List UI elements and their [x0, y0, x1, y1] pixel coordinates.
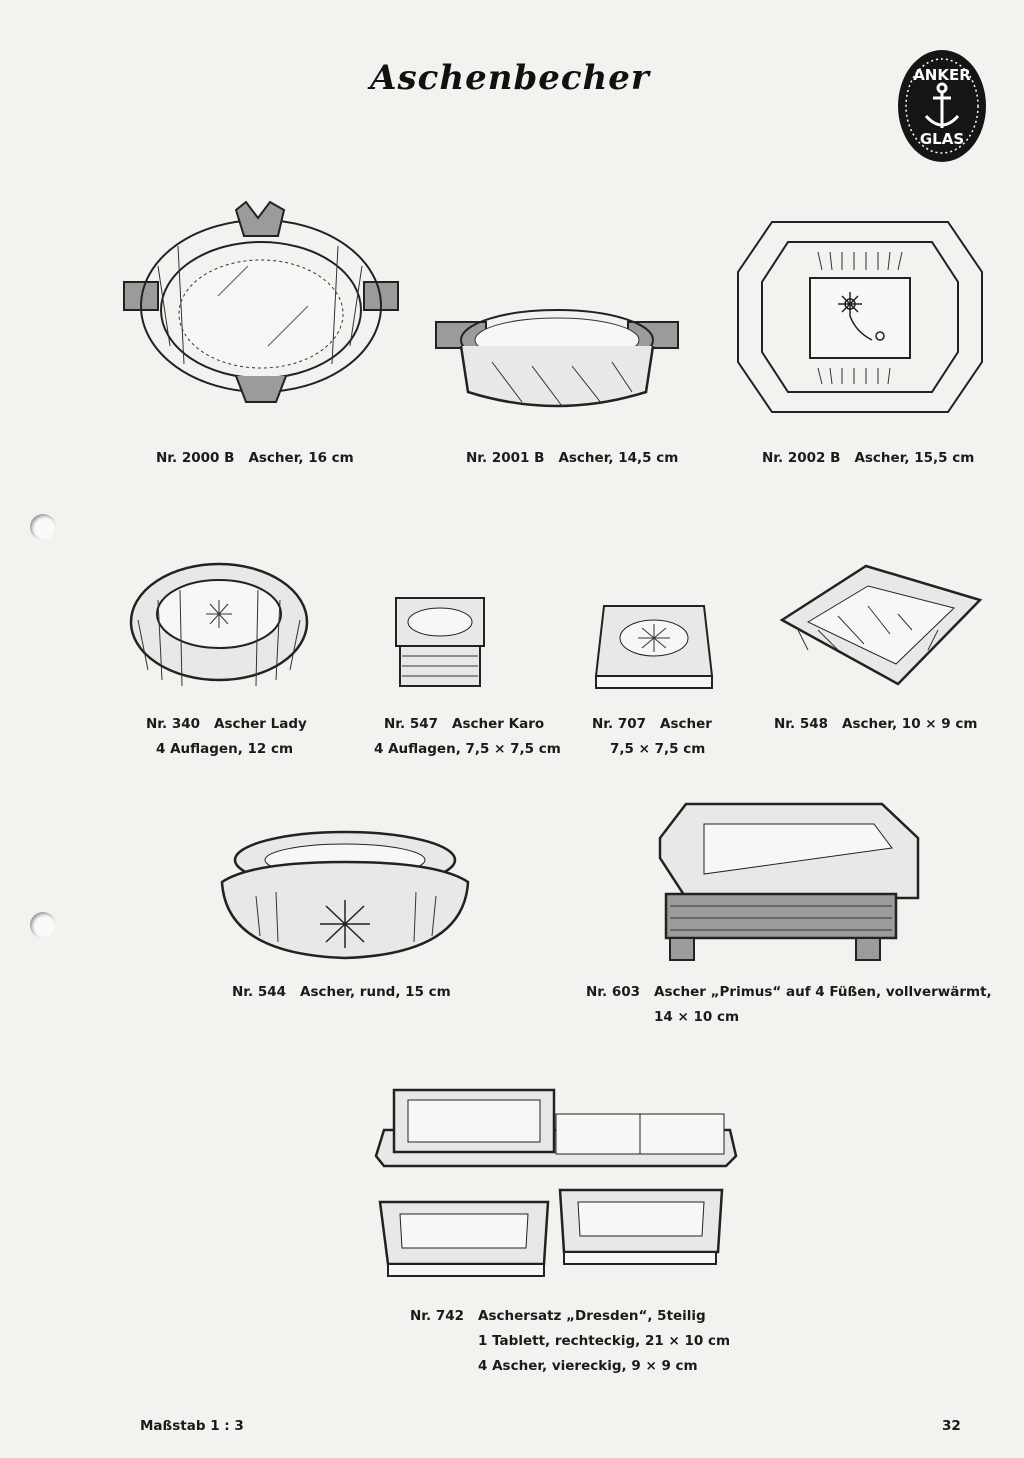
item-2001b-caption: Nr. 2001 B Ascher, 14,5 cm: [466, 446, 678, 471]
item-number: Nr. 742: [410, 1308, 465, 1324]
item-number: Nr. 2001 B: [466, 450, 545, 466]
item-detail: 4 Ascher, viereckig, 9 × 9 cm: [478, 1358, 698, 1374]
ashtray-603-illustration: [656, 798, 922, 966]
item-number: Nr. 2000 B: [156, 450, 235, 466]
anker-glas-logo: ANKER GLAS: [896, 48, 988, 164]
item-description: Ascher Lady: [214, 716, 307, 732]
item-description: Ascher, 10 × 9 cm: [842, 716, 978, 732]
item-description: Ascher, rund, 15 cm: [300, 984, 451, 1000]
ashtray-set-742-illustration: [370, 1086, 740, 1282]
item-description: Ascher, 15,5 cm: [854, 450, 975, 466]
logo-top-text: ANKER: [913, 66, 971, 84]
page-number: 32: [942, 1418, 961, 1434]
item-detail: 7,5 × 7,5 cm: [610, 741, 706, 757]
item-number: Nr. 603: [586, 984, 641, 1000]
item-707-caption: Nr. 707 Ascher 7,5 × 7,5 cm: [592, 712, 712, 762]
item-detail: 14 × 10 cm: [654, 1009, 740, 1025]
item-description: Ascher, 16 cm: [248, 450, 354, 466]
ashtray-547-illustration: [390, 594, 490, 690]
edelweiss-flower-icon: [838, 292, 885, 341]
item-340-caption: Nr. 340 Ascher Lady 4 Auflagen, 12 cm: [146, 712, 307, 762]
item-544-caption: Nr. 544 Ascher, rund, 15 cm: [232, 980, 451, 1005]
ashtray-2002b-illustration: [732, 212, 988, 418]
item-detail: 4 Auflagen, 7,5 × 7,5 cm: [374, 741, 561, 757]
item-number: Nr. 548: [774, 716, 829, 732]
item-number: Nr. 547: [384, 716, 439, 732]
punch-hole: [30, 912, 56, 938]
item-description: Ascher „Primus“ auf 4 Füßen, vollverwärm…: [654, 984, 992, 1000]
item-603-caption: Nr. 603 Ascher „Primus“ auf 4 Füßen, voll…: [586, 980, 992, 1030]
item-number: Nr. 2002 B: [762, 450, 841, 466]
item-detail: 4 Auflagen, 12 cm: [156, 741, 294, 757]
item-description: Ascher: [660, 716, 712, 732]
anchor-icon: [924, 82, 960, 128]
item-2002b-caption: Nr. 2002 B Ascher, 15,5 cm: [762, 446, 974, 471]
punch-hole: [30, 514, 56, 540]
ashtray-707-illustration: [590, 600, 718, 692]
ashtray-548-illustration: [778, 560, 984, 690]
ashtray-544-illustration: [216, 826, 474, 962]
item-547-caption: Nr. 547 Ascher Karo 4 Auflagen, 7,5 × 7,5…: [374, 712, 561, 762]
item-detail: 1 Tablett, rechteckig, 21 × 10 cm: [478, 1333, 731, 1349]
item-742-caption: Nr. 742 Aschersatz „Dresden“, 5teilig 1 T…: [410, 1304, 730, 1379]
item-number: Nr. 707: [592, 716, 647, 732]
item-2000b-caption: Nr. 2000 B Ascher, 16 cm: [156, 446, 354, 471]
item-description: Ascher Karo: [452, 716, 545, 732]
item-number: Nr. 340: [146, 716, 201, 732]
item-548-caption: Nr. 548 Ascher, 10 × 9 cm: [774, 712, 977, 737]
item-description: Aschersatz „Dresden“, 5teilig: [478, 1308, 706, 1324]
item-description: Ascher, 14,5 cm: [558, 450, 679, 466]
logo-bottom-text: GLAS: [920, 130, 964, 148]
page-title: Aschenbecher: [370, 58, 650, 98]
ashtray-340-illustration: [128, 560, 310, 690]
item-number: Nr. 544: [232, 984, 287, 1000]
ashtray-2000b-illustration: [118, 196, 404, 416]
scale-note: Maßstab 1 : 3: [140, 1418, 244, 1434]
ashtray-2001b-illustration: [432, 296, 682, 420]
